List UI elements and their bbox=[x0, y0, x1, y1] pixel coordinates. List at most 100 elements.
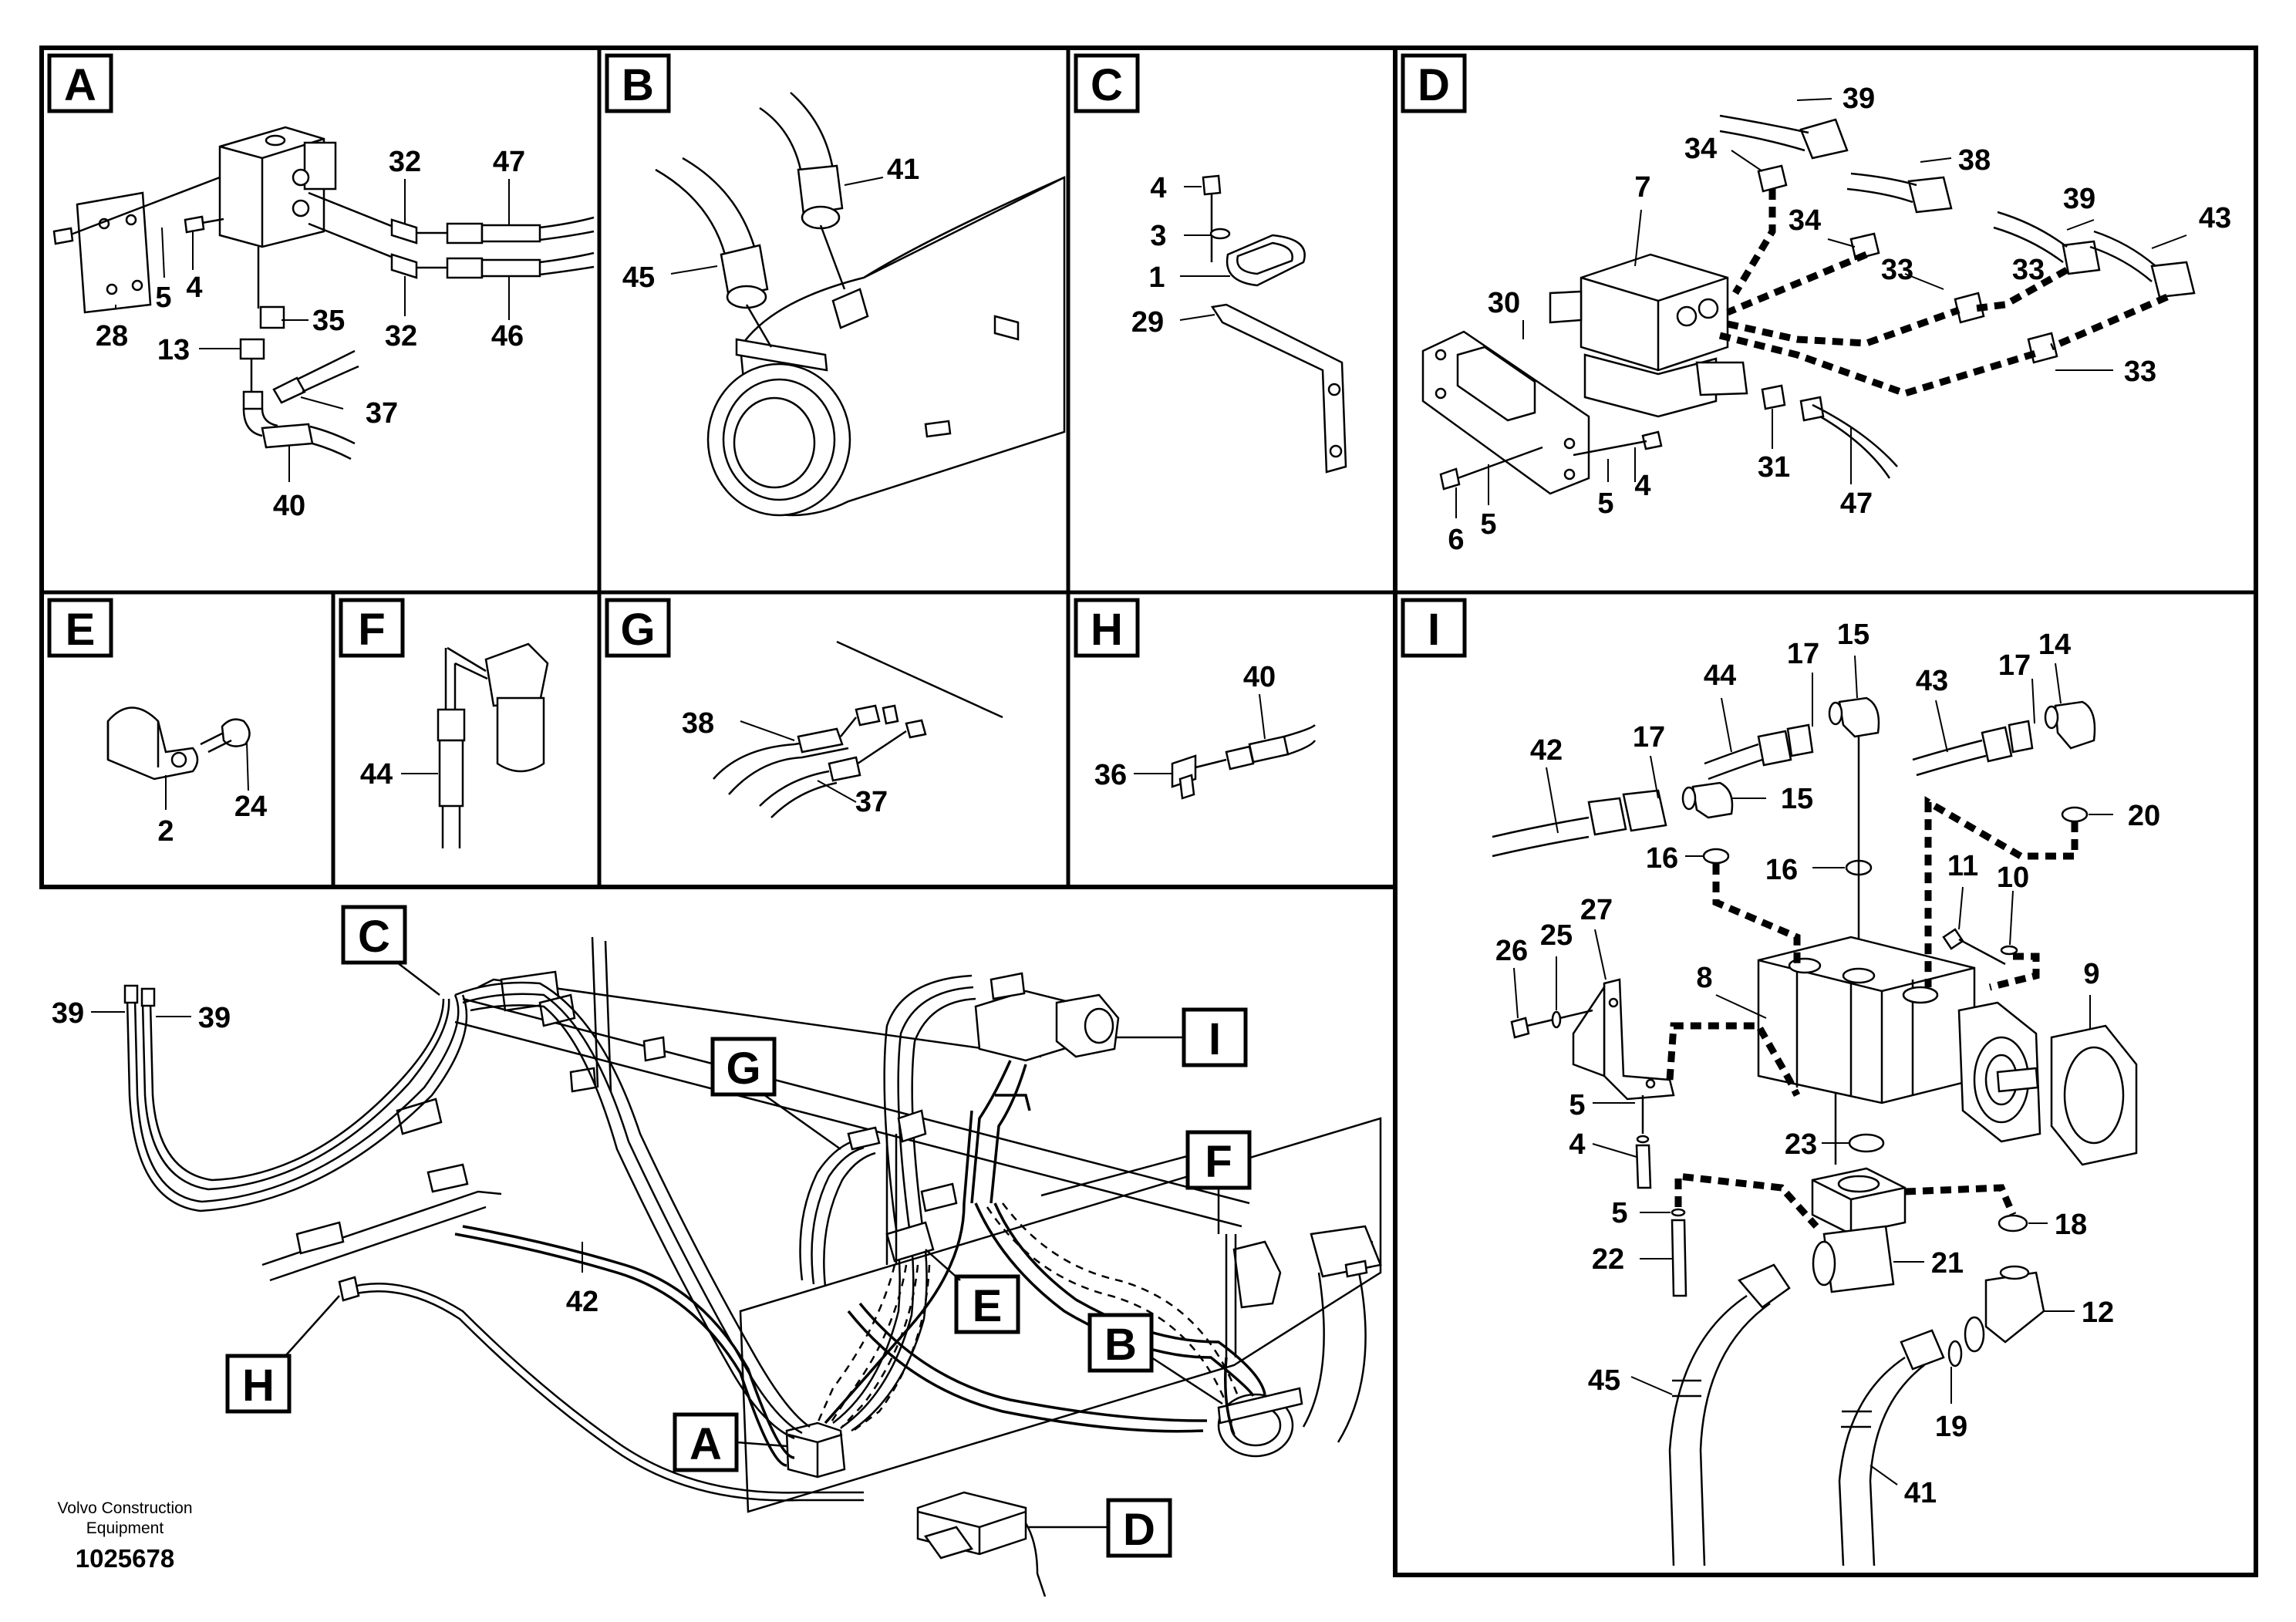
callout: 13 bbox=[157, 334, 190, 366]
panel-g-leaders bbox=[740, 720, 857, 803]
main-assembly-markers: C G I F E B H A D bbox=[225, 905, 1252, 1558]
callout: 26 bbox=[1495, 935, 1528, 967]
marker-d: D bbox=[1123, 1505, 1155, 1555]
panel-b-leaders bbox=[670, 177, 884, 275]
callout: 33 bbox=[2012, 254, 2045, 286]
callout: 42 bbox=[566, 1286, 598, 1318]
panel-label-e: E bbox=[66, 605, 96, 655]
callout: 12 bbox=[2082, 1297, 2114, 1329]
main-assembly-drawing bbox=[123, 936, 1382, 1597]
callout: 33 bbox=[1881, 254, 1913, 286]
callout: 38 bbox=[1958, 144, 1991, 177]
callout: 22 bbox=[1592, 1243, 1624, 1276]
marker-e: E bbox=[973, 1281, 1003, 1331]
callout: 43 bbox=[2199, 202, 2231, 234]
callout: 40 bbox=[273, 490, 305, 522]
callout: 7 bbox=[1634, 171, 1650, 204]
callout: 5 bbox=[1597, 487, 1613, 520]
callout: 46 bbox=[491, 320, 524, 352]
panel-label-h: H bbox=[1091, 605, 1123, 655]
callout: 44 bbox=[360, 758, 393, 791]
callout: 17 bbox=[1787, 638, 1819, 670]
callout: 42 bbox=[1530, 734, 1563, 767]
panel-e-drawing bbox=[106, 706, 251, 781]
callout: 18 bbox=[2055, 1209, 2087, 1241]
callout: 20 bbox=[2128, 800, 2160, 832]
panel-g-drawing bbox=[713, 640, 1003, 818]
document-number: 1025678 bbox=[76, 1544, 174, 1573]
marker-b: B bbox=[1104, 1320, 1137, 1370]
callout: 47 bbox=[1840, 487, 1873, 520]
callout: 9 bbox=[2083, 958, 2099, 990]
panel-label-d: D bbox=[1418, 60, 1450, 110]
callout: 3 bbox=[1150, 220, 1166, 252]
company-name-line1: Volvo Construction bbox=[57, 1499, 192, 1517]
panel-labels: A B C D E F G H I bbox=[47, 53, 1467, 658]
callout: 23 bbox=[1785, 1128, 1817, 1161]
marker-a: A bbox=[689, 1419, 722, 1469]
panel-c-callouts: 4 3 1 29 bbox=[1131, 172, 1167, 339]
callout: 32 bbox=[385, 320, 417, 352]
panel-i-leaders bbox=[1513, 655, 2113, 1485]
marker-h: H bbox=[242, 1361, 275, 1411]
callout: 8 bbox=[1696, 962, 1712, 994]
panel-b-drawing bbox=[655, 92, 1066, 517]
callout: 41 bbox=[887, 153, 919, 186]
callout: 4 bbox=[1634, 470, 1650, 502]
callout: 16 bbox=[1765, 854, 1798, 886]
panel-d-callouts: 39 34 38 7 34 39 43 33 30 33 33 5 4 31 4… bbox=[1448, 83, 2231, 556]
callout: 14 bbox=[2038, 629, 2071, 661]
panel-e-callouts: 2 24 bbox=[157, 791, 267, 848]
callout: 47 bbox=[493, 146, 525, 178]
callout: 45 bbox=[1588, 1364, 1620, 1397]
callout: 40 bbox=[1243, 661, 1276, 693]
panel-frames bbox=[39, 46, 2258, 1577]
callout: 4 bbox=[1150, 172, 1166, 204]
panel-i-drawing bbox=[1492, 696, 2138, 1566]
panel-c-drawing bbox=[1202, 174, 1347, 474]
company-name-line2: Equipment bbox=[86, 1519, 164, 1537]
callout: 39 bbox=[198, 1002, 231, 1034]
callout: 39 bbox=[2063, 183, 2095, 215]
panel-e-leaders bbox=[165, 741, 249, 810]
panel-h-callouts: 40 36 bbox=[1094, 661, 1276, 791]
marker-g: G bbox=[726, 1044, 760, 1094]
callout: 44 bbox=[1704, 659, 1736, 692]
callout: 2 bbox=[157, 815, 174, 848]
marker-f: F bbox=[1205, 1137, 1232, 1187]
callout: 33 bbox=[2124, 356, 2156, 388]
panel-label-i: I bbox=[1428, 605, 1440, 655]
callout: 24 bbox=[234, 791, 267, 823]
callout: 17 bbox=[1998, 649, 2031, 682]
panel-g-callouts: 38 37 bbox=[682, 707, 888, 818]
callout: 5 bbox=[155, 282, 171, 314]
callout: 11 bbox=[1947, 850, 1978, 882]
callout: 45 bbox=[622, 261, 655, 294]
main-assembly-leaders bbox=[91, 1011, 583, 1273]
callout: 38 bbox=[682, 707, 714, 740]
panel-h-leaders bbox=[1134, 693, 1266, 774]
callout: 27 bbox=[1580, 894, 1613, 926]
marker-c: C bbox=[358, 912, 390, 962]
callout: 1 bbox=[1148, 261, 1165, 294]
callout: 16 bbox=[1646, 842, 1678, 875]
callout: 29 bbox=[1131, 306, 1164, 339]
footer: Volvo Construction Equipment 1025678 bbox=[57, 1499, 192, 1573]
panel-a-callouts: 32 47 5 4 35 32 46 28 13 37 40 bbox=[96, 146, 525, 522]
panel-a-leaders bbox=[115, 179, 510, 482]
callout: 5 bbox=[1569, 1089, 1585, 1121]
callout: 6 bbox=[1448, 524, 1464, 556]
panel-c-leaders bbox=[1179, 186, 1230, 321]
panel-label-b: B bbox=[622, 60, 654, 110]
panel-a-drawing bbox=[52, 126, 595, 460]
callout: 28 bbox=[96, 320, 128, 352]
callout: 34 bbox=[1684, 133, 1717, 165]
callout: 37 bbox=[855, 786, 888, 818]
callout: 32 bbox=[389, 146, 421, 178]
callout: 15 bbox=[1781, 783, 1813, 815]
callout: 17 bbox=[1633, 721, 1665, 754]
callout: 43 bbox=[1916, 665, 1948, 697]
callout: 5 bbox=[1480, 508, 1496, 541]
panel-i-callouts: 17 15 44 43 17 14 42 17 15 16 20 16 11 1… bbox=[1495, 619, 2160, 1509]
